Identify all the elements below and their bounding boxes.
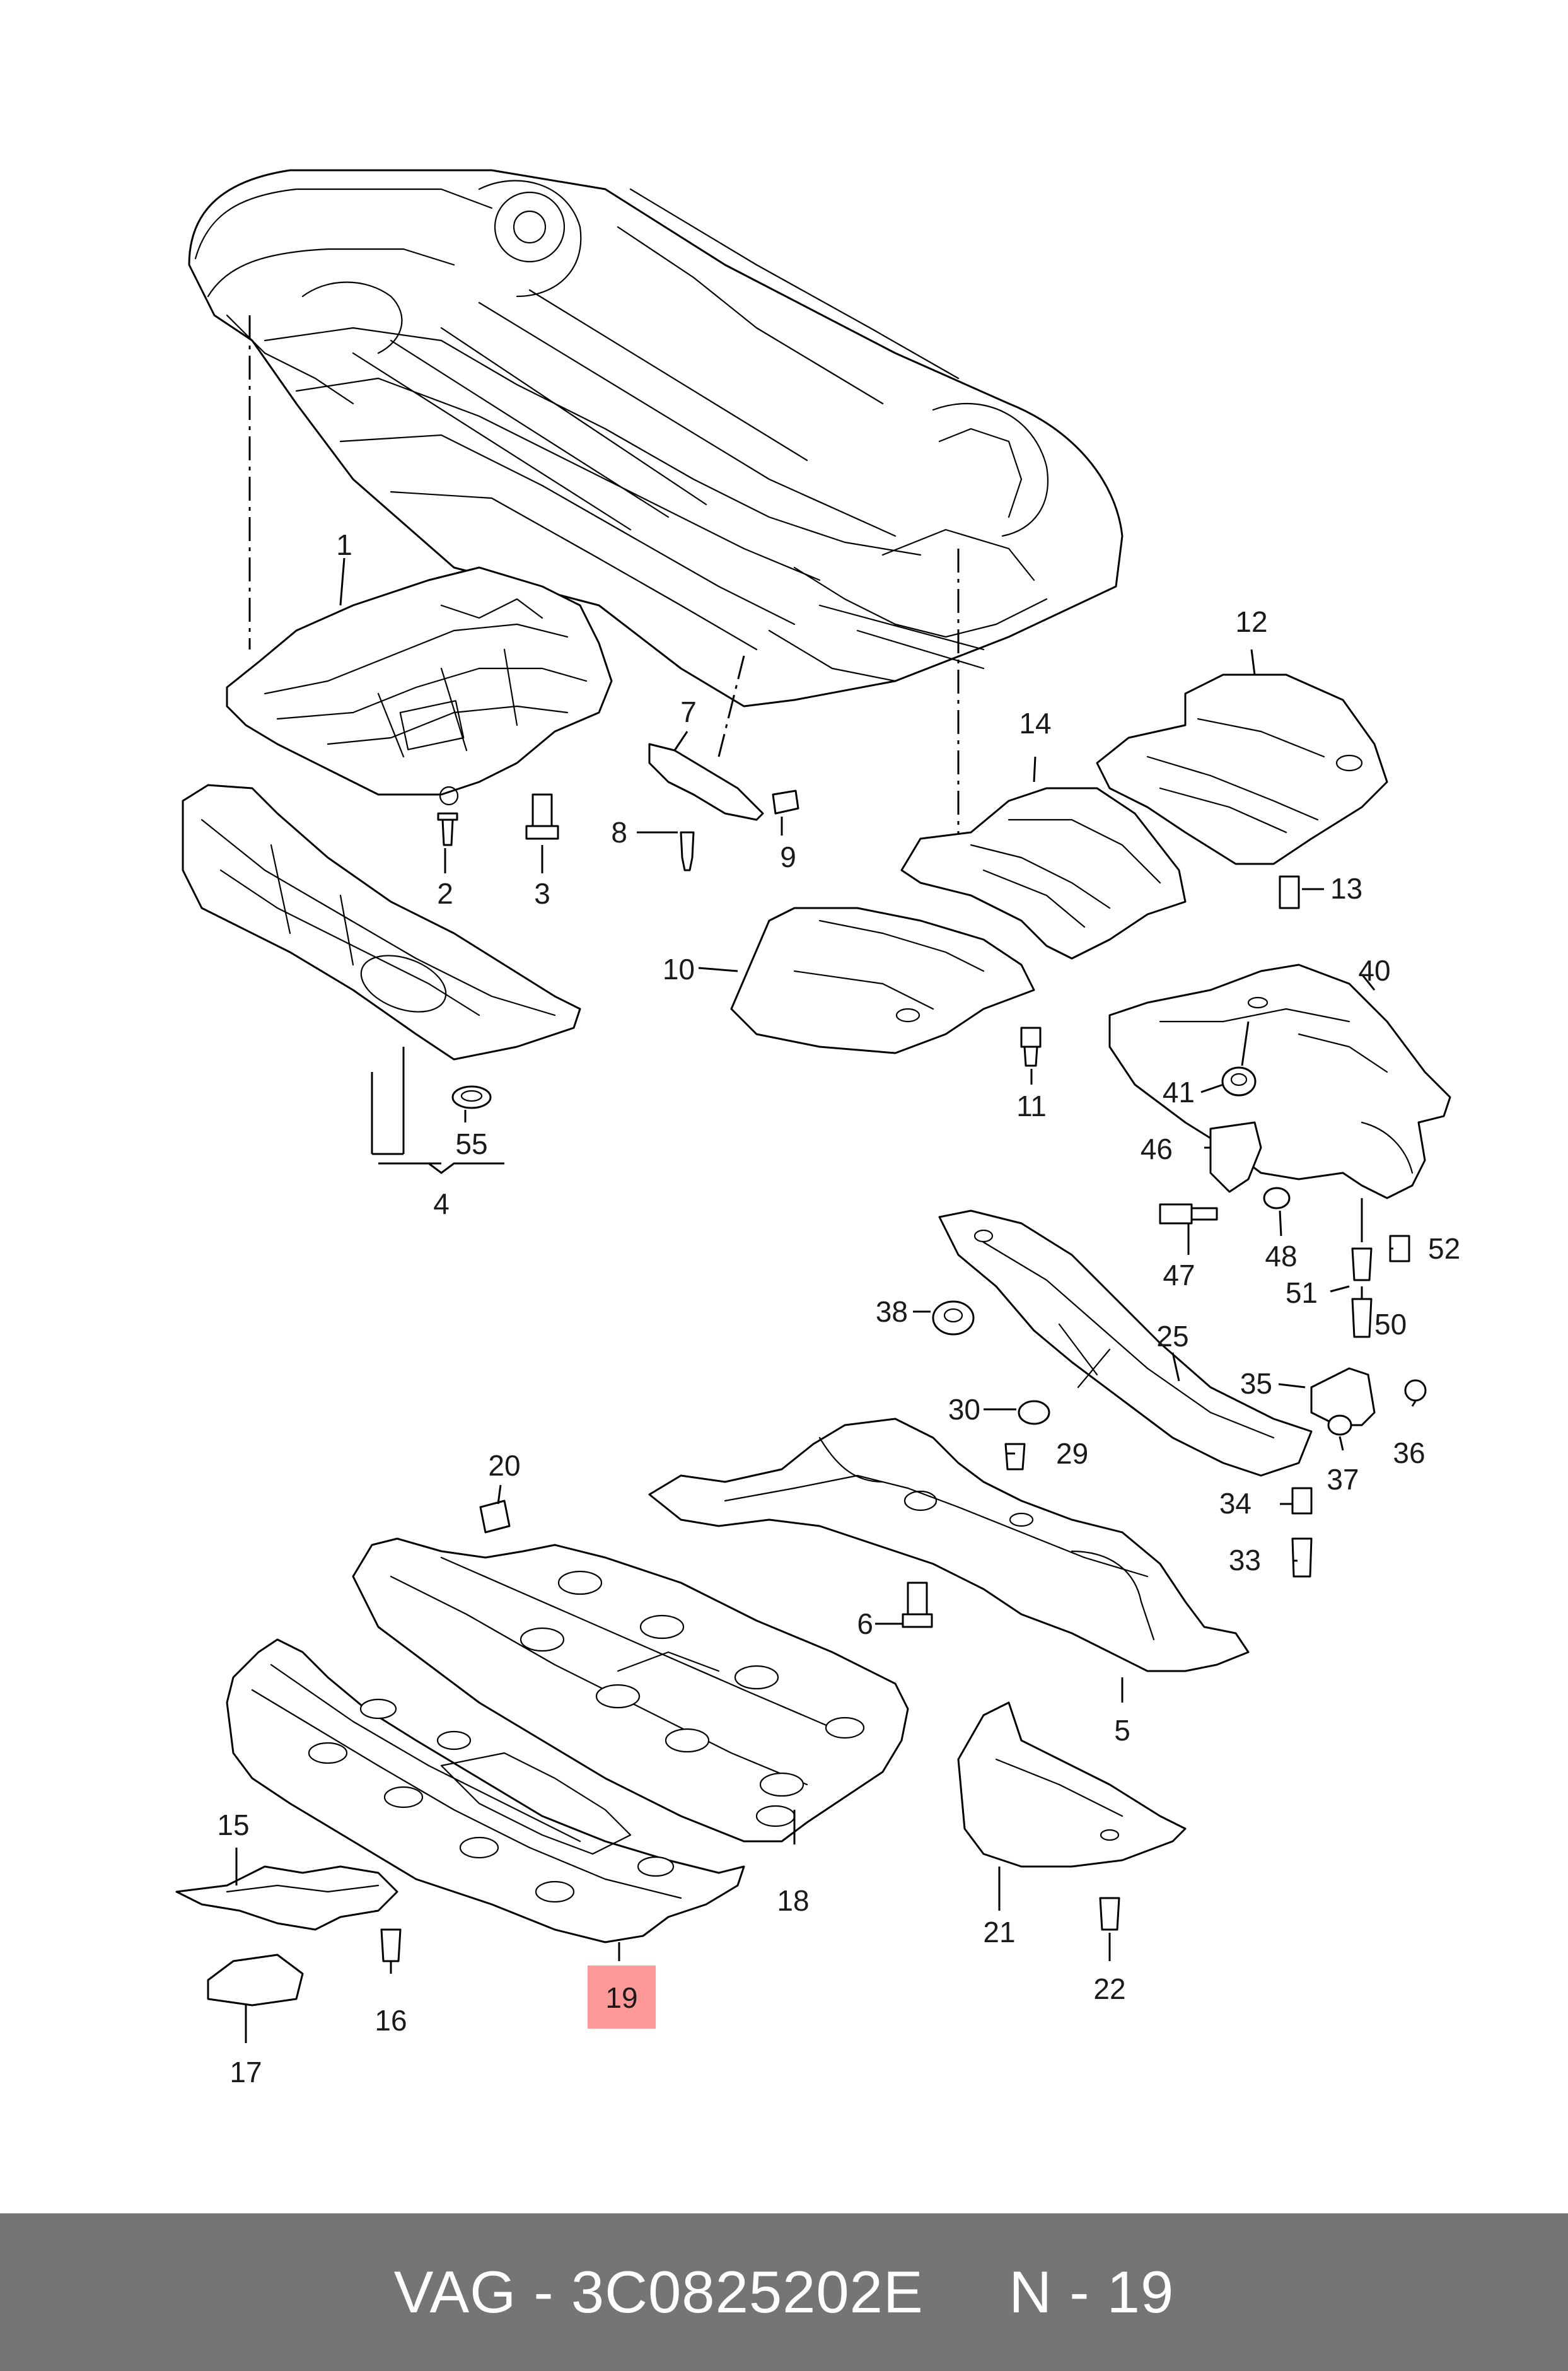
part-37-nut	[1327, 1414, 1352, 1436]
callout-2: 2	[437, 877, 453, 910]
part-52-bolt	[1389, 1235, 1410, 1262]
callout-47: 47	[1163, 1259, 1195, 1291]
footer-position-label: N - 19	[1009, 2259, 1175, 2325]
callout-1: 1	[336, 528, 352, 561]
part-11-bolt	[1020, 1027, 1042, 1067]
callout-33: 33	[1229, 1544, 1261, 1576]
callout-22: 22	[1093, 1972, 1125, 2005]
callout-38: 38	[876, 1295, 908, 1328]
part-3-bolt	[525, 793, 559, 840]
footer-separator: -	[516, 2259, 571, 2325]
part-29-screw	[1004, 1443, 1026, 1471]
callout-12: 12	[1235, 605, 1267, 638]
part-2-screw	[437, 812, 458, 846]
part-7-bracket	[648, 743, 764, 821]
part-21-shield	[957, 1701, 1187, 1868]
callout-15: 15	[217, 1809, 249, 1841]
callout-35: 35	[1240, 1367, 1272, 1400]
part-16-bolt	[380, 1928, 402, 1962]
part-5-cross-member	[648, 1418, 1250, 1672]
part-15-shield	[175, 1865, 398, 1931]
callout-labels: 1 2 3 4 55 7 8 9 10 11 12 13 14 40 41 46…	[217, 528, 1460, 2088]
callout-55: 55	[455, 1127, 487, 1160]
callout-30: 30	[948, 1393, 980, 1426]
callout-10: 10	[663, 953, 695, 986]
callout-36: 36	[1393, 1436, 1425, 1469]
part-35-bracket	[1310, 1367, 1376, 1426]
callout-40: 40	[1358, 954, 1390, 987]
callout-19: 19	[605, 1981, 637, 2014]
car-underbody	[188, 169, 1124, 708]
callout-11: 11	[1016, 1090, 1047, 1122]
callout-48: 48	[1265, 1240, 1297, 1273]
part-17-pad	[207, 1954, 304, 2007]
part-55-grommet	[451, 1085, 492, 1109]
callout-52: 52	[1428, 1232, 1460, 1265]
part-19-underbody-panel	[226, 1638, 745, 1943]
callout-37: 37	[1327, 1463, 1359, 1496]
alignment-line-center	[717, 655, 745, 757]
callout-7: 7	[680, 696, 697, 728]
leader-lines	[235, 557, 1417, 2043]
callout-20: 20	[488, 1449, 520, 1482]
part-number-footer: VAG - 3C0825202E N - 19	[0, 2213, 1568, 2371]
part-38-nut	[932, 1300, 975, 1336]
callout-34: 34	[1219, 1487, 1251, 1520]
callout-41: 41	[1163, 1076, 1195, 1109]
part-36-bolt	[1404, 1379, 1427, 1402]
footer-brand: VAG	[393, 2259, 517, 2325]
callout-9: 9	[780, 841, 796, 873]
part-20-clip	[479, 1500, 511, 1534]
callout-18: 18	[777, 1884, 809, 1917]
highlight-box-19	[588, 1966, 656, 2029]
callout-8: 8	[611, 816, 627, 849]
callout-5: 5	[1114, 1714, 1130, 1747]
part-10-heat-shield	[730, 907, 1035, 1054]
part-33-bolt	[1291, 1537, 1313, 1578]
part-9-clip	[772, 789, 799, 815]
callout-6: 6	[857, 1607, 873, 1640]
callout-4: 4	[433, 1187, 450, 1220]
part-25-rail	[938, 1209, 1313, 1477]
callout-17: 17	[229, 2056, 262, 2088]
callout-25: 25	[1156, 1320, 1188, 1353]
callout-46: 46	[1141, 1133, 1173, 1165]
part-4-side-panel	[182, 784, 581, 1061]
callout-50: 50	[1374, 1308, 1407, 1341]
part-30-clip	[1018, 1400, 1050, 1425]
part-12-heat-shield	[1096, 673, 1388, 865]
part-8-stud	[680, 831, 695, 871]
part-41-nut	[1221, 1066, 1257, 1097]
footer-part-number: 3C0825202E	[571, 2259, 924, 2325]
part-51-clip	[1351, 1247, 1373, 1281]
callout-21: 21	[983, 1916, 1015, 1949]
part-47-bolt	[1159, 1203, 1218, 1225]
part-6-bolt	[902, 1582, 933, 1628]
callout-13: 13	[1330, 872, 1362, 905]
footer-gap	[924, 2258, 1009, 2326]
part-48-nut	[1263, 1187, 1291, 1209]
callout-29: 29	[1056, 1437, 1088, 1470]
part-34-clip	[1291, 1487, 1313, 1515]
callout-16: 16	[375, 2004, 407, 2037]
part-22-bolt	[1099, 1897, 1120, 1931]
part-46-bracket	[1209, 1121, 1262, 1193]
part-1-engine-undertray	[226, 566, 613, 806]
part-13-bolt	[1279, 875, 1300, 909]
exploded-parts-diagram: 1 2 3 4 55 7 8 9 10 11 12 13 14 40 41 46…	[175, 169, 1460, 2088]
part-14-heat-shield	[900, 787, 1187, 960]
callout-14: 14	[1019, 707, 1051, 740]
part-50-bolt	[1351, 1298, 1373, 1338]
callout-3: 3	[534, 877, 550, 910]
callout-51: 51	[1286, 1276, 1318, 1309]
